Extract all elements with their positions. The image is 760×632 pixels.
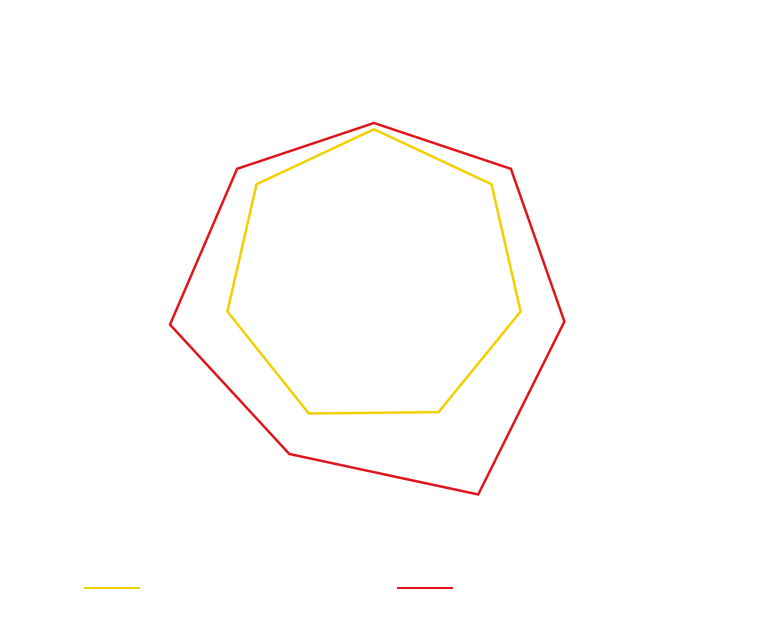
legend-swatch-series-1	[84, 587, 140, 589]
legend-item-series-2[interactable]	[397, 576, 461, 600]
series-1-outline	[226, 127, 522, 415]
legend	[0, 576, 760, 600]
series-2-outline	[168, 121, 566, 496]
legend-item-series-1[interactable]	[84, 576, 148, 600]
legend-swatch-series-2	[397, 587, 453, 589]
